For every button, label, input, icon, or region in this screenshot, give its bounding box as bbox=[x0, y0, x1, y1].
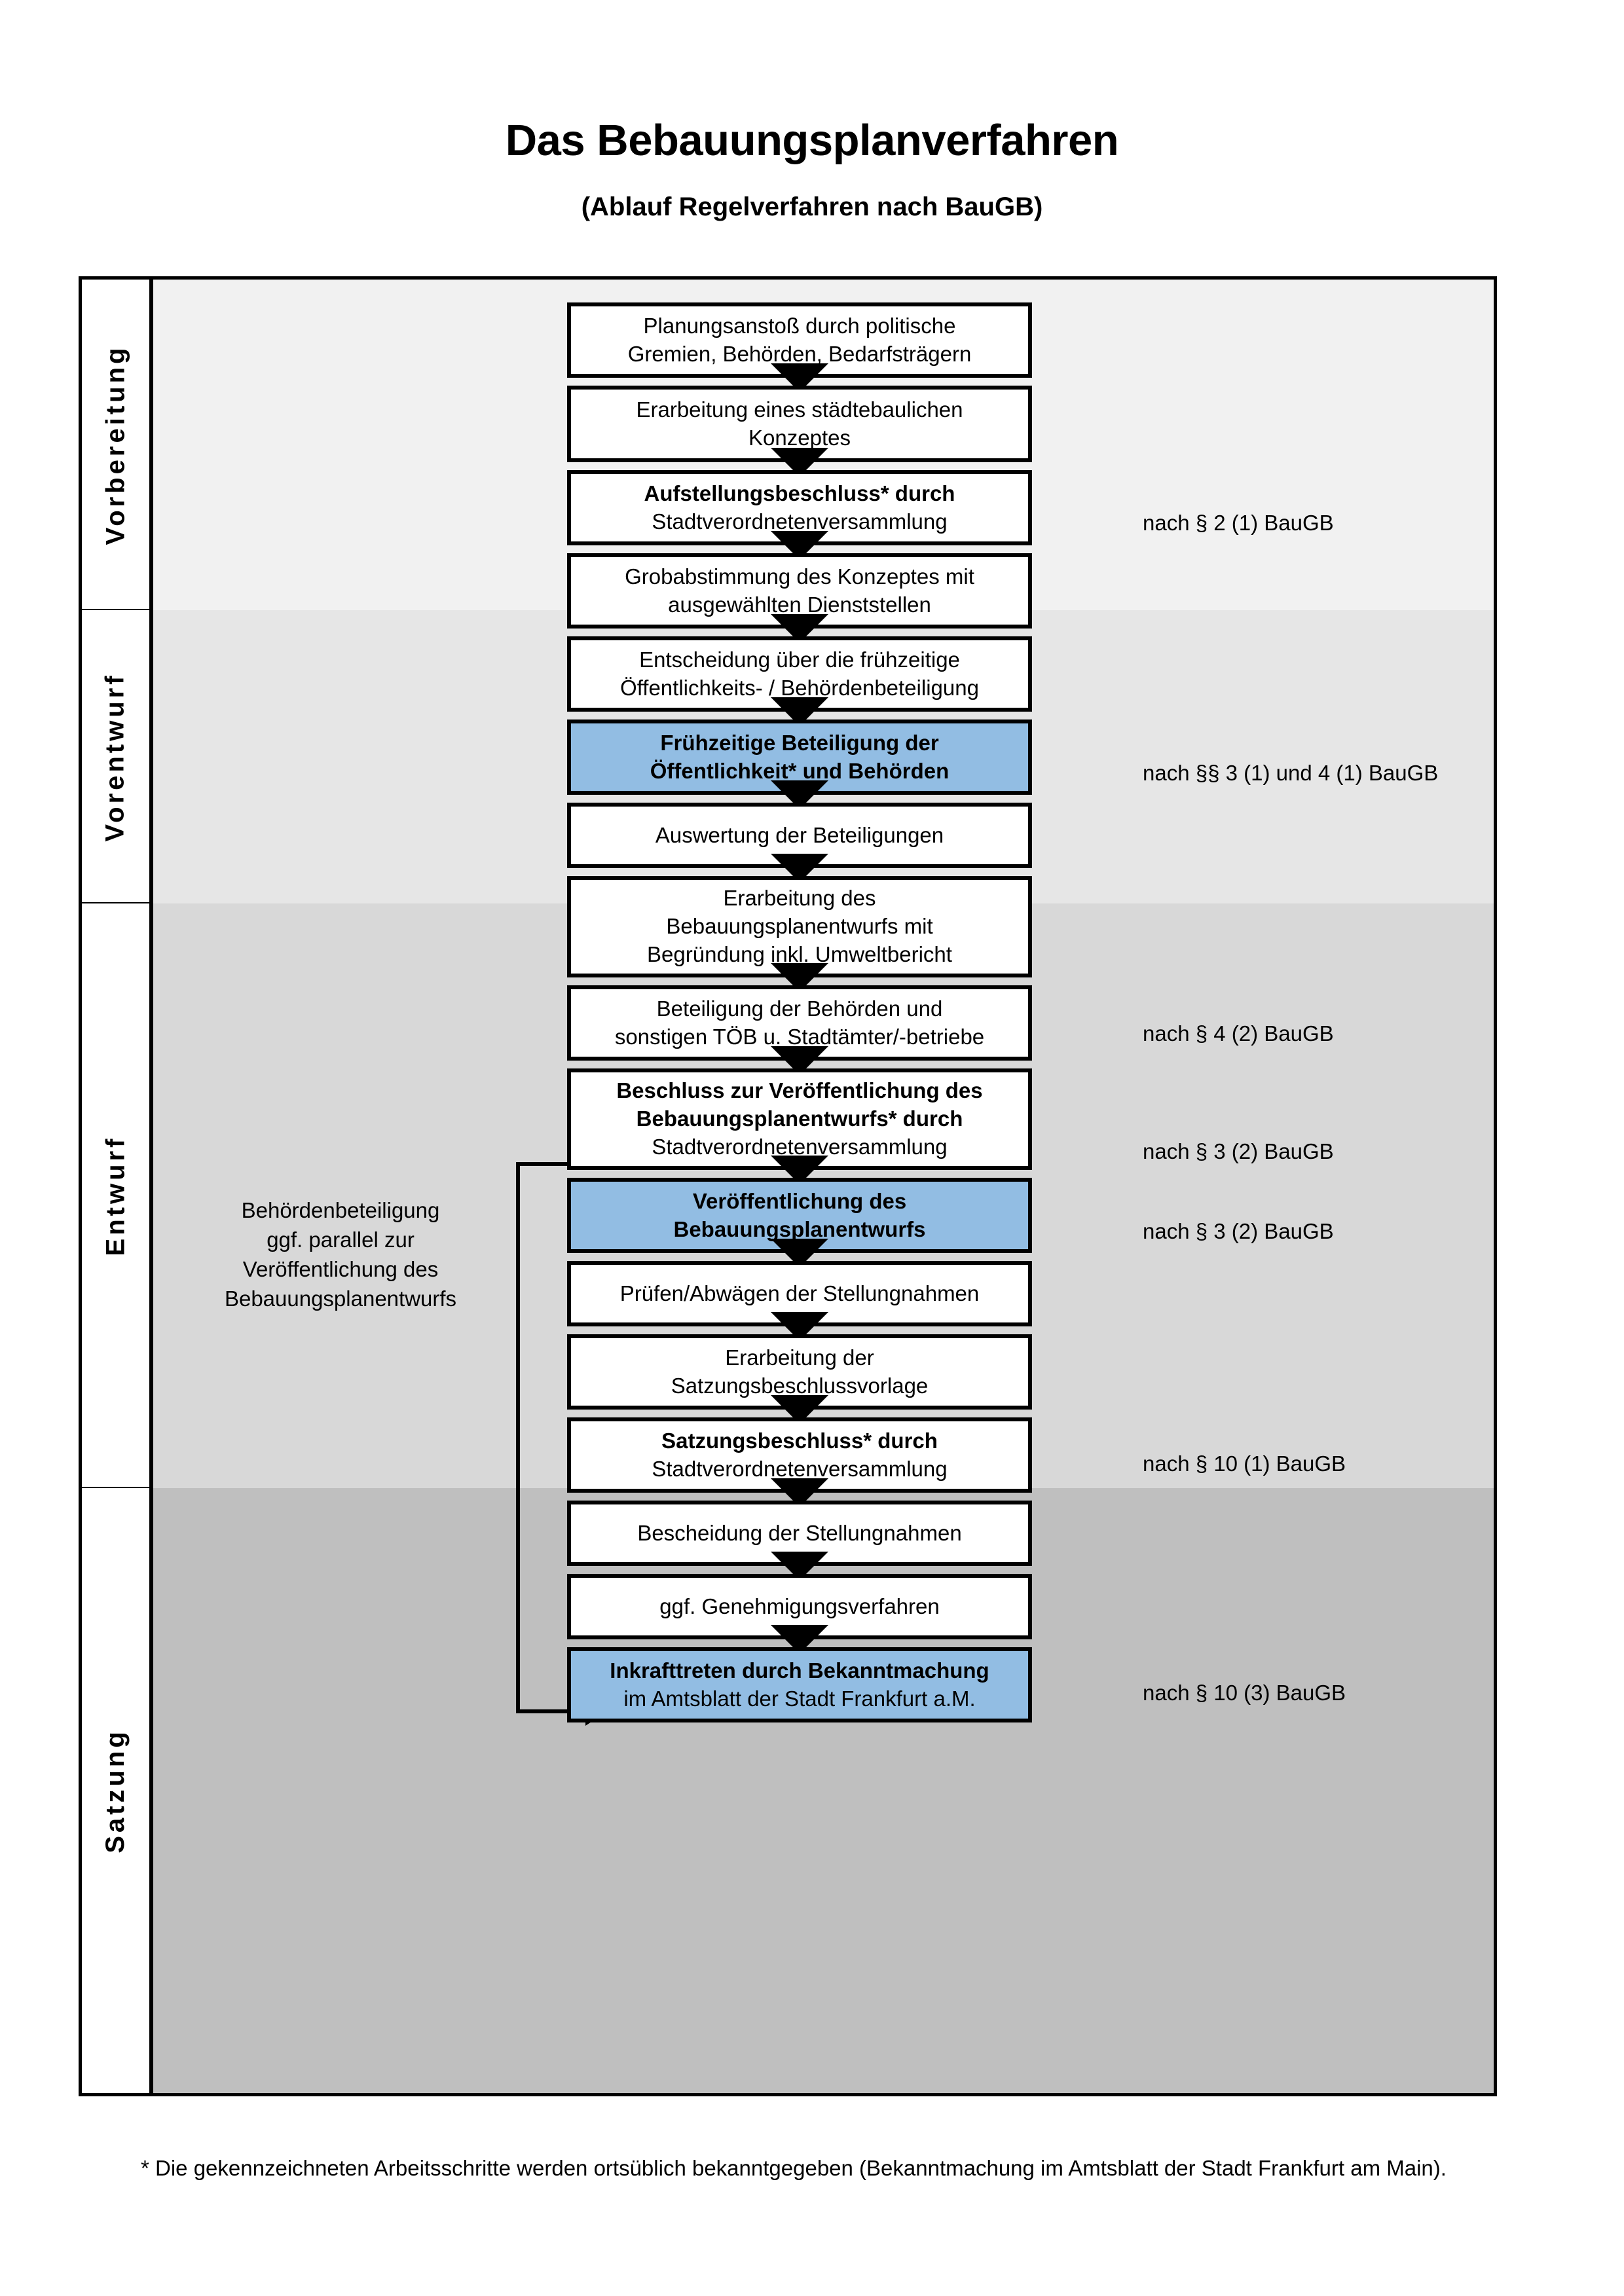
step-line: Stadtverordnetenversammlung bbox=[652, 1134, 948, 1159]
step-line: Aufstellungsbeschluss* durch bbox=[644, 481, 955, 505]
step-line: Frühzeitige Beteiligung der bbox=[660, 730, 939, 755]
step-box-fruehzeitige-beteiligung[interactable]: Frühzeitige Beteiligung der Öffentlichke… bbox=[567, 720, 1032, 795]
law-ref-inkrafttreten: nach § 10 (3) BauGB bbox=[1143, 1681, 1346, 1705]
step-line: Bescheidung der Stellungnahmen bbox=[637, 1520, 962, 1545]
law-ref-satzungsbeschluss: nach § 10 (1) BauGB bbox=[1143, 1451, 1346, 1476]
step-line: ausgewählten Dienststellen bbox=[668, 592, 931, 617]
parallel-connector-vertical bbox=[516, 1162, 520, 1713]
phase-label-text: Vorentwurf bbox=[101, 672, 130, 842]
step-line: Grobabstimmung des Konzeptes mit bbox=[625, 564, 974, 589]
step-box-staedtebauliches-konzept[interactable]: Erarbeitung eines städtebaulichen Konzep… bbox=[567, 386, 1032, 462]
step-box-beschluss-veroeffentlichung[interactable]: Beschluss zur Veröffentlichung des Bebau… bbox=[567, 1068, 1032, 1170]
step-line: Inkrafttreten durch Bekanntmachung bbox=[610, 1658, 989, 1683]
step-box-veroeffentlichung-entwurf[interactable]: Veröffentlichung des Bebauungsplanentwur… bbox=[567, 1178, 1032, 1253]
phase-label-vorbereitung: Vorbereitung bbox=[82, 280, 149, 610]
page-subtitle: (Ablauf Regelverfahren nach BauGB) bbox=[581, 192, 1043, 221]
page-title: Das Bebauungsplanverfahren bbox=[505, 116, 1119, 165]
step-line: Veröffentlichung des bbox=[692, 1188, 907, 1213]
step-box-inkrafttreten[interactable]: Inkrafttreten durch Bekanntmachung im Am… bbox=[567, 1647, 1032, 1722]
step-line: Erarbeitung des bbox=[723, 886, 876, 911]
note-line: Bebauungsplanentwurfs bbox=[224, 1286, 457, 1311]
step-line: Gremien, Behörden, Bedarfsträgern bbox=[627, 341, 972, 366]
step-line: Bebauungsplanentwurfs bbox=[673, 1216, 926, 1241]
step-line: Stadtverordnetenversammlung bbox=[652, 1456, 948, 1481]
step-line: Satzungsbeschlussvorlage bbox=[671, 1373, 929, 1398]
step-line: im Amtsblatt der Stadt Frankfurt a.M. bbox=[623, 1686, 976, 1711]
step-line: Erarbeitung eines städtebaulichen bbox=[636, 397, 963, 422]
note-line: ggf. parallel zur bbox=[267, 1227, 415, 1252]
step-line: Begründung inkl. Umweltbericht bbox=[647, 941, 952, 966]
phase-label-text: Vorbereitung bbox=[101, 344, 130, 545]
phase-label-satzung: Satzung bbox=[82, 1488, 149, 2093]
step-line: Öffentlichkeits- / Behördenbeteiligung bbox=[620, 675, 979, 700]
step-line: Stadtverordnetenversammlung bbox=[652, 509, 948, 534]
step-line: Konzeptes bbox=[748, 425, 851, 450]
step-line: Beteiligung der Behörden und bbox=[656, 996, 943, 1021]
phase-label-vorentwurf: Vorentwurf bbox=[82, 610, 149, 903]
step-line: Prüfen/Abwägen der Stellungnahmen bbox=[619, 1281, 980, 1305]
footnote: * Die gekennzeichneten Arbeitsschritte w… bbox=[141, 2156, 1447, 2180]
step-line: sonstigen TÖB u. Stadtämter/-betriebe bbox=[614, 1024, 985, 1049]
parallel-procedure-note: Behördenbeteiligung ggf. parallel zur Ve… bbox=[183, 1196, 498, 1314]
step-line: Planungsanstoß durch politische bbox=[643, 313, 956, 338]
flowchart-frame: Vorbereitung Vorentwurf Entwurf Satzung … bbox=[79, 276, 1497, 2096]
law-ref-fruehzeitige: nach §§ 3 (1) und 4 (1) BauGB bbox=[1143, 761, 1439, 785]
phase-column-divider bbox=[149, 280, 153, 2093]
step-line: Satzungsbeschluss* durch bbox=[661, 1428, 938, 1453]
step-line: Öffentlichkeit* und Behörden bbox=[650, 758, 950, 783]
law-ref-veroeffentlichung: nach § 3 (2) BauGB bbox=[1143, 1219, 1334, 1243]
step-line: Erarbeitung der bbox=[725, 1345, 874, 1370]
title-block: Das Bebauungsplanverfahren (Ablauf Regel… bbox=[0, 117, 1624, 222]
step-line: Beschluss zur Veröffentlichung des bbox=[616, 1078, 983, 1103]
phase-label-entwurf: Entwurf bbox=[82, 903, 149, 1488]
law-ref-behoerden: nach § 4 (2) BauGB bbox=[1143, 1021, 1334, 1046]
law-ref-aufstellungsbeschluss: nach § 2 (1) BauGB bbox=[1143, 511, 1334, 535]
step-box-beteiligung-behoerden[interactable]: Beteiligung der Behörden und sonstigen T… bbox=[567, 985, 1032, 1061]
step-line: ggf. Genehmigungsverfahren bbox=[659, 1594, 940, 1618]
note-line: Veröffentlichung des bbox=[242, 1256, 439, 1281]
step-box-erarbeitung-entwurf[interactable]: Erarbeitung des Bebauungsplanentwurfs mi… bbox=[567, 876, 1032, 977]
step-line: Auswertung der Beteiligungen bbox=[655, 822, 944, 847]
law-ref-beschluss: nach § 3 (2) BauGB bbox=[1143, 1139, 1334, 1163]
phase-label-text: Satzung bbox=[101, 1728, 130, 1853]
parallel-connector-top bbox=[516, 1162, 596, 1166]
step-line: Bebauungsplanentwurfs* durch bbox=[636, 1106, 963, 1131]
step-box-planungsanstoss[interactable]: Planungsanstoß durch politische Gremien,… bbox=[567, 302, 1032, 378]
phase-label-text: Entwurf bbox=[101, 1135, 130, 1256]
parallel-connector-bottom bbox=[516, 1709, 588, 1713]
step-line: Bebauungsplanentwurfs mit bbox=[666, 914, 933, 939]
step-line: Entscheidung über die frühzeitige bbox=[639, 647, 960, 672]
note-line: Behördenbeteiligung bbox=[241, 1198, 440, 1222]
